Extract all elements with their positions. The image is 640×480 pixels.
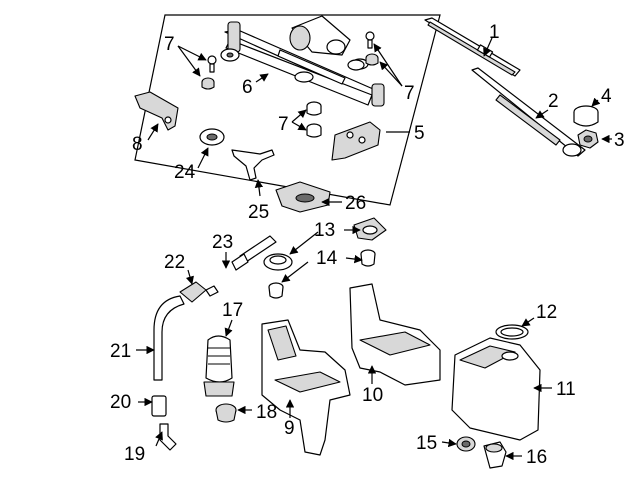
bushing-center-upper[interactable] bbox=[306, 101, 322, 116]
bolt-left[interactable] bbox=[207, 55, 217, 73]
grommet-left-upper[interactable] bbox=[220, 48, 240, 62]
callout-3: 3 bbox=[614, 130, 625, 151]
bolt-right[interactable] bbox=[365, 31, 375, 49]
callout-22: 22 bbox=[164, 252, 185, 273]
callout-16: 16 bbox=[526, 447, 547, 468]
callout-5: 5 bbox=[414, 123, 425, 144]
callout-7-right: 7 bbox=[404, 83, 415, 104]
washer-hose[interactable] bbox=[153, 295, 185, 381]
arm-nut[interactable] bbox=[577, 129, 599, 149]
callout-14: 14 bbox=[316, 248, 338, 269]
callout-26: 26 bbox=[345, 193, 366, 214]
washer-reservoir-front[interactable] bbox=[261, 319, 351, 456]
bushing-left[interactable] bbox=[201, 77, 215, 90]
bushing-center-lower[interactable] bbox=[306, 123, 322, 138]
washer-tube[interactable] bbox=[231, 235, 277, 271]
reservoir-grommet[interactable] bbox=[456, 436, 476, 452]
tube-connector[interactable] bbox=[179, 281, 219, 303]
filler-seal-ring[interactable] bbox=[495, 324, 529, 340]
callout-7-center: 7 bbox=[278, 114, 289, 135]
callout-1: 1 bbox=[489, 22, 500, 43]
callout-9: 9 bbox=[284, 418, 295, 439]
callout-17: 17 bbox=[222, 300, 243, 321]
callout-24: 24 bbox=[174, 162, 196, 183]
callout-12: 12 bbox=[536, 302, 557, 323]
callout-10: 10 bbox=[362, 385, 383, 406]
pump-grommet[interactable] bbox=[215, 403, 237, 423]
grommet-right[interactable] bbox=[347, 53, 379, 71]
callout-4: 4 bbox=[601, 86, 612, 107]
callout-2: 2 bbox=[548, 91, 559, 112]
linkage-bracket[interactable] bbox=[331, 121, 381, 161]
mounting-bracket[interactable] bbox=[134, 91, 179, 131]
wiper-arm[interactable] bbox=[471, 67, 586, 157]
callout-25: 25 bbox=[248, 202, 269, 223]
linkage-group-frame bbox=[134, 14, 441, 206]
reservoir-cap-left[interactable] bbox=[263, 253, 293, 271]
washer-pump[interactable] bbox=[203, 335, 235, 397]
callout-19: 19 bbox=[124, 444, 145, 465]
grommet[interactable] bbox=[199, 128, 225, 146]
washer-reservoir-large[interactable] bbox=[451, 337, 541, 441]
hose-connector[interactable] bbox=[231, 149, 275, 181]
strainer-right[interactable] bbox=[360, 249, 376, 267]
leader-lines bbox=[136, 37, 612, 461]
callout-21: 21 bbox=[110, 341, 131, 362]
callout-18: 18 bbox=[256, 402, 277, 423]
wiper-motor[interactable] bbox=[289, 15, 351, 56]
hose-sleeve[interactable] bbox=[151, 395, 167, 417]
callout-6: 6 bbox=[242, 77, 253, 98]
reservoir-cap-right[interactable] bbox=[353, 217, 387, 241]
strainer-left[interactable] bbox=[268, 282, 284, 299]
wiper-blade[interactable] bbox=[424, 17, 521, 77]
callout-13: 13 bbox=[314, 220, 335, 241]
callout-15: 15 bbox=[416, 433, 437, 454]
callout-23: 23 bbox=[212, 232, 233, 253]
level-sensor[interactable] bbox=[483, 441, 507, 469]
callout-8: 8 bbox=[132, 134, 143, 155]
hose-elbow[interactable] bbox=[159, 423, 177, 451]
callout-11: 11 bbox=[556, 379, 576, 400]
washer-reservoir-rear[interactable] bbox=[349, 283, 441, 386]
callout-20: 20 bbox=[110, 392, 131, 413]
arm-cap[interactable] bbox=[573, 105, 599, 127]
callout-7-left: 7 bbox=[164, 34, 175, 55]
